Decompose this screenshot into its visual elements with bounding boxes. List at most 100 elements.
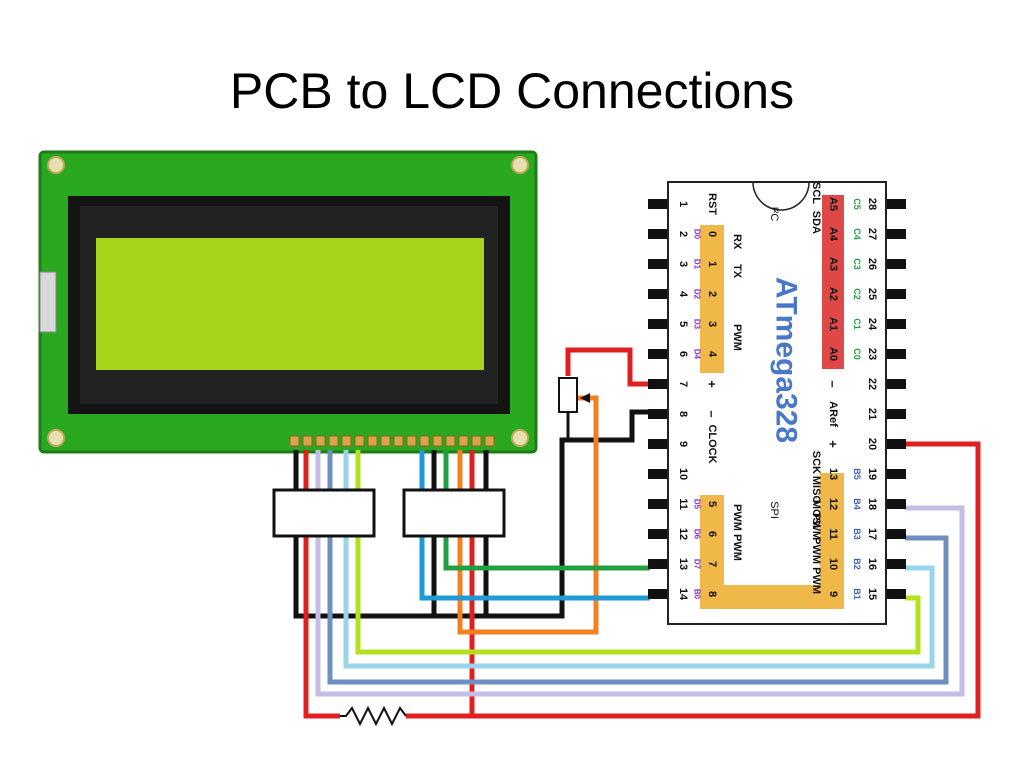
pin-c-label: B5 — [852, 468, 862, 480]
mount-hole-br — [511, 429, 529, 447]
lcd-pin — [289, 435, 300, 447]
wire-red-vdd — [303, 450, 340, 719]
pin-number: 25 — [866, 288, 878, 300]
pin-number: 4 — [677, 291, 689, 298]
chip-leg-left — [648, 199, 668, 209]
lcd-module — [38, 150, 538, 454]
lcd-pin — [432, 435, 443, 447]
port-label: 9 — [827, 591, 839, 597]
pin-d-label: D6 — [693, 529, 702, 540]
chip-leg-right — [886, 499, 906, 509]
port-label: 13 — [827, 468, 839, 480]
pin-number: 24 — [866, 318, 878, 331]
cable-label-left — [272, 488, 376, 538]
chip-leg-left — [648, 349, 668, 359]
pin-number: 20 — [866, 438, 878, 450]
chip-legs — [648, 199, 906, 599]
pin-d-label: D3 — [693, 319, 702, 330]
pin-c-label: C1 — [852, 318, 862, 330]
chip-name: ATmega328 — [770, 277, 803, 443]
pin-func-label: PWM — [810, 537, 822, 564]
pin-number: 8 — [677, 411, 689, 417]
resistor — [340, 705, 407, 727]
port-label: 10 — [827, 558, 839, 570]
pin-extra-label: PWM — [731, 534, 743, 561]
wire-lightblue — [343, 450, 935, 669]
chip-leg-right — [886, 319, 906, 329]
pin-d-label: D5 — [693, 499, 702, 510]
pin-extra-label: TX — [731, 264, 743, 279]
mount-hole-tl — [47, 156, 65, 174]
chip-notch — [752, 181, 810, 211]
chip-leg-right — [886, 379, 906, 389]
pin-c-label: B1 — [852, 588, 862, 600]
port-label: 12 — [827, 498, 839, 510]
lcd-screen — [96, 238, 484, 370]
chip-leg-right — [886, 439, 906, 449]
pin-func-label: PWM — [810, 513, 822, 540]
pin-func-label: SDA — [810, 211, 822, 234]
pin-func-label: – — [705, 410, 720, 417]
pin-c-label: C3 — [852, 258, 862, 270]
chip-leg-right — [886, 229, 906, 239]
chip-leg-right — [886, 469, 906, 479]
pin-c-label: B3 — [852, 528, 862, 540]
lcd-pin — [315, 435, 326, 447]
port-label: 2 — [706, 291, 718, 297]
port-label: 0 — [706, 231, 718, 237]
lcd-pin — [406, 435, 417, 447]
wire-steel — [327, 450, 949, 685]
wire-black-gnd — [293, 409, 650, 619]
port-label: 1 — [706, 261, 718, 267]
pin-number: 1 — [677, 201, 689, 207]
port-label: 11 — [827, 528, 839, 540]
pin-func-label: MISO — [810, 476, 822, 505]
chip-leg-left — [648, 559, 668, 569]
mount-hole-tr — [511, 156, 529, 174]
port-label: A5 — [827, 197, 839, 211]
pin-number: 26 — [866, 258, 878, 270]
pin-func-label: CLOCK — [706, 424, 718, 463]
chip-leg-left — [648, 469, 668, 479]
port-label: A1 — [827, 317, 839, 331]
pin-number: 5 — [677, 321, 689, 327]
pin-d-label: D0 — [693, 229, 702, 240]
pin-c-label: C0 — [852, 348, 862, 360]
port-label: A2 — [827, 287, 839, 301]
port-label: A3 — [827, 257, 839, 271]
chip-leg-right — [886, 409, 906, 419]
pin-number: 15 — [866, 588, 878, 600]
pin-number: 14 — [677, 588, 689, 601]
pin-number: 23 — [866, 348, 878, 360]
pin-number: 28 — [866, 198, 878, 210]
wire-lavender — [315, 450, 965, 697]
lcd-pin — [328, 435, 339, 447]
pin-d-label: D4 — [693, 349, 702, 360]
chip-leg-right — [886, 259, 906, 269]
pin-d-label: B0 — [693, 589, 702, 600]
chip-leg-right — [886, 559, 906, 569]
pin-c-label: C5 — [852, 198, 862, 210]
pin-func-label: SCL — [810, 182, 822, 204]
pin-d-label: D2 — [693, 289, 702, 300]
pin-func-label: ARef — [827, 401, 839, 427]
lcd-pin — [471, 435, 482, 447]
chip-leg-left — [648, 229, 668, 239]
pin-number: 22 — [866, 378, 878, 390]
pin-func-label: SCK — [810, 451, 822, 474]
pin-extra-label: PWM — [731, 324, 743, 351]
pin-c-label: B4 — [852, 498, 862, 510]
pin-func-label: – — [826, 380, 841, 387]
lcd-pin — [302, 435, 313, 447]
wire-lime — [355, 450, 921, 655]
lcd-pin — [419, 435, 430, 447]
pin-number: 11 — [677, 498, 689, 510]
pin-func-label: + — [705, 380, 720, 388]
pin-number: 6 — [677, 351, 689, 357]
pin-number: 27 — [866, 228, 878, 240]
port-label: 7 — [706, 561, 718, 567]
port-d-highlight — [700, 225, 724, 373]
chip-leg-left — [648, 319, 668, 329]
chip-leg-left — [648, 379, 668, 389]
